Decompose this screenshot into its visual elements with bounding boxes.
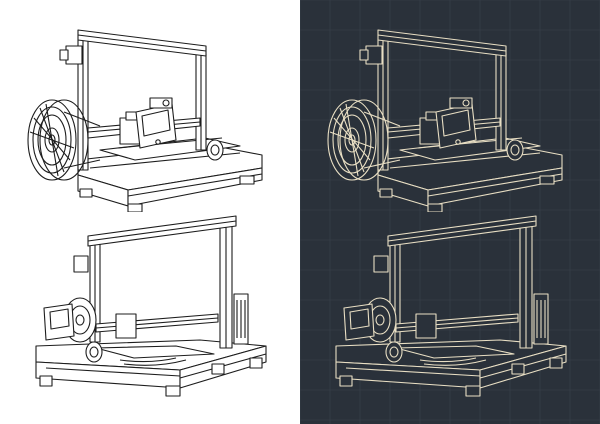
base-side-face — [127, 167, 263, 207]
extruder-carriage — [415, 313, 437, 339]
foot — [549, 357, 563, 369]
foot — [339, 375, 353, 387]
printer-drawing-view-a-light — [0, 0, 300, 212]
foot — [249, 357, 263, 369]
foot — [239, 175, 255, 185]
foot — [165, 385, 181, 397]
filament-spool — [27, 99, 89, 181]
heat-bed — [395, 345, 515, 359]
printer-view-a-svg — [27, 29, 263, 212]
filament-spool — [327, 99, 389, 181]
heat-bed — [95, 345, 215, 359]
light-blueprint-sheet — [0, 0, 300, 424]
foot — [511, 363, 525, 375]
dark-blueprint-sheet — [300, 0, 600, 424]
z-motor — [373, 255, 389, 273]
printer-drawing-view-b-dark — [300, 212, 600, 424]
foot — [427, 203, 443, 212]
foot — [465, 385, 481, 397]
printer-view-b-svg — [35, 215, 267, 397]
extruder-carriage — [115, 313, 137, 339]
foot — [127, 203, 143, 212]
foot — [379, 188, 393, 198]
foot — [79, 188, 93, 198]
foot — [39, 375, 53, 387]
printer-drawing-view-a-dark — [300, 0, 600, 212]
printer-view-a-svg-dark — [327, 29, 563, 212]
foot — [211, 363, 225, 375]
printer-drawing-view-b-light — [0, 212, 300, 424]
printer-view-b-svg-dark — [335, 215, 567, 397]
z-motor — [73, 255, 89, 273]
base-side-face — [427, 167, 563, 207]
foot — [539, 175, 555, 185]
